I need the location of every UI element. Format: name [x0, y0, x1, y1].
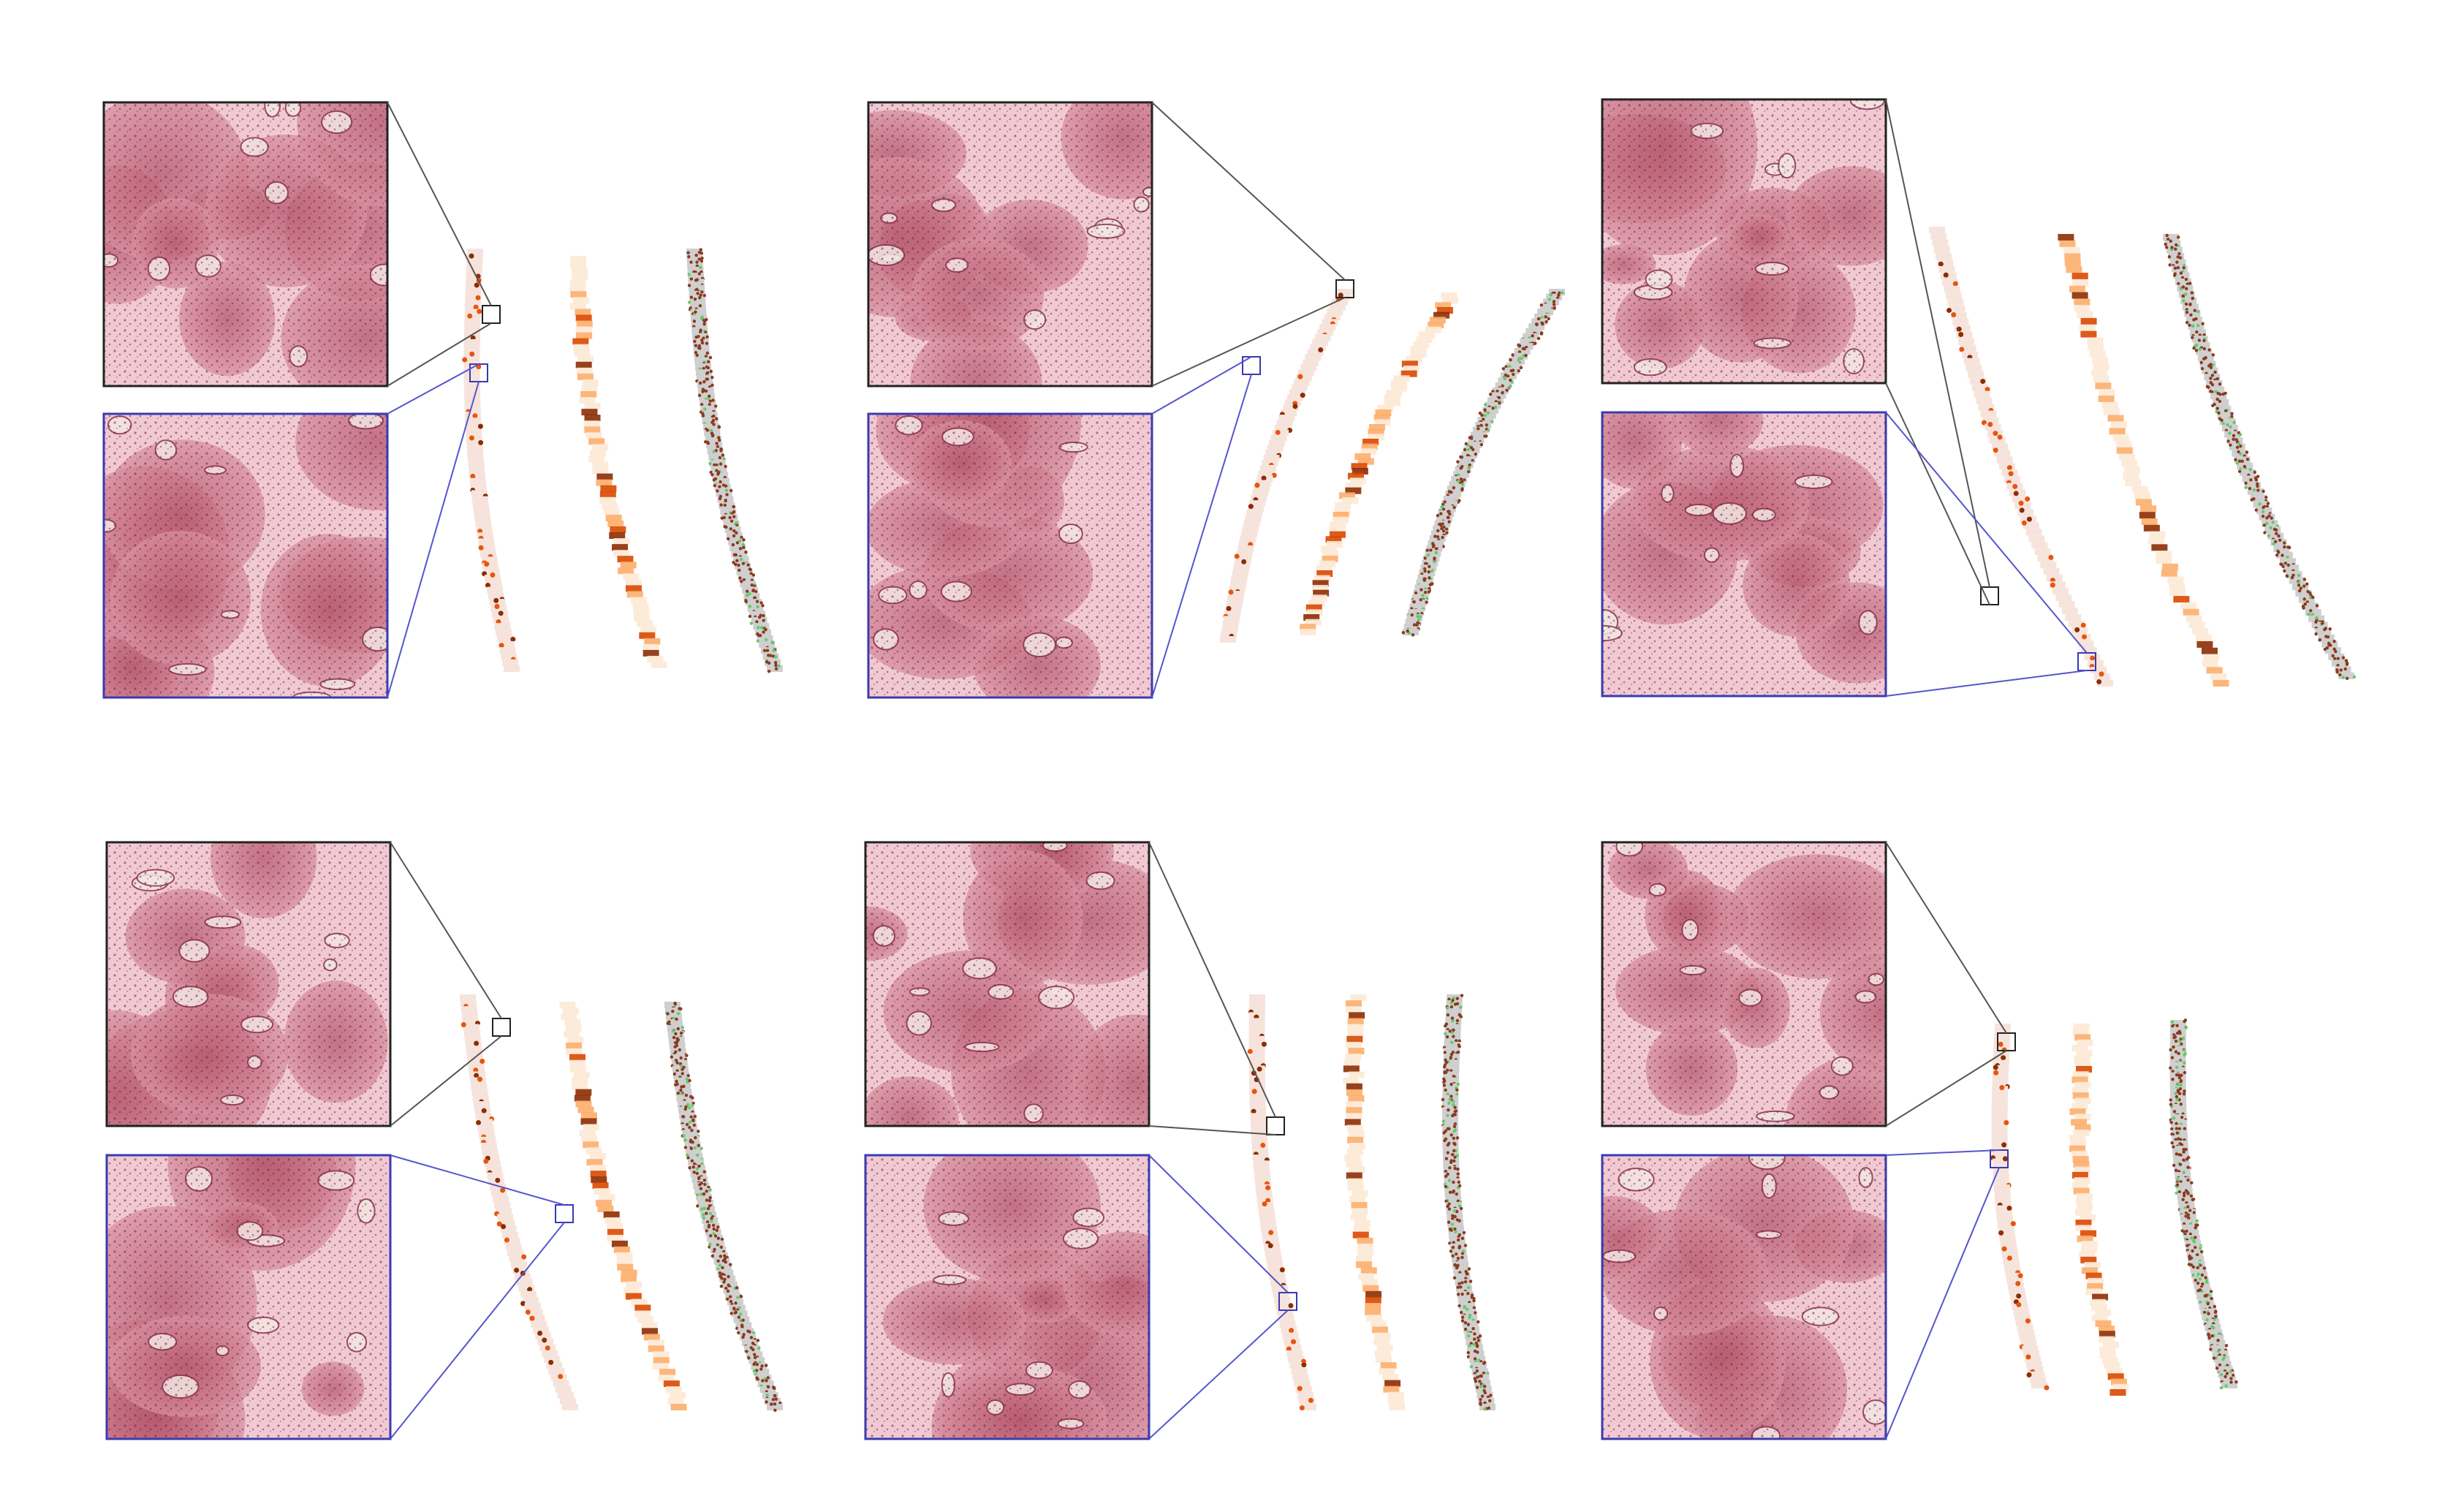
connector-line-bottom [1148, 1154, 1289, 1293]
inset-tissue-image [104, 414, 387, 698]
heatmap-strip [569, 256, 667, 668]
tissue-overlay-strip [1990, 1024, 2050, 1391]
inset-frame [864, 1154, 1151, 1440]
cell-segmentation-strip [2163, 233, 2357, 681]
inset-frame [1601, 411, 1887, 698]
inset-tissue-image [107, 1155, 390, 1439]
inset-tissue-image [865, 842, 1149, 1126]
inset-frame [1601, 1154, 1887, 1440]
inset-tissue-image [865, 1155, 1149, 1439]
heatmap-strip [2069, 1024, 2129, 1396]
connector-line-top [1885, 842, 2007, 1034]
inset-tissue-image [868, 414, 1152, 698]
cell-segmentation-strip [664, 1002, 783, 1412]
panel-4 [105, 841, 783, 1440]
tissue-overlay-strip [1247, 994, 1316, 1411]
heatmap-strip [1343, 994, 1406, 1410]
heatmap-strip [2058, 234, 2229, 687]
connector-line-top [1885, 382, 1990, 605]
tissue-overlay-strip [462, 249, 520, 672]
connector-line-top [1885, 1050, 2007, 1127]
inset-frame [867, 101, 1153, 388]
inset-frame [1601, 98, 1887, 385]
connector-line-top [1885, 99, 1990, 588]
connector-line-bottom [387, 381, 479, 698]
connector-line-top [390, 842, 502, 1019]
inset-frame [105, 1154, 392, 1440]
inset-frame [864, 841, 1151, 1127]
connector-line-top [390, 1035, 502, 1127]
inset-tissue-image [1602, 412, 1886, 696]
connector-line-bottom [1885, 412, 2088, 654]
cell-segmentation-strip [1401, 289, 1565, 637]
connector-line-bottom [1885, 1167, 2000, 1440]
connector-line-bottom [1885, 670, 2088, 697]
inset-frame [1601, 841, 1887, 1127]
inset-frame [102, 412, 389, 699]
inset-tissue-image [1602, 99, 1886, 383]
tissue-overlay-strip [1929, 227, 2113, 687]
panel-2 [867, 101, 1565, 699]
heatmap-strip [1300, 292, 1459, 635]
inset-tissue-image [107, 842, 390, 1126]
panel-5 [864, 841, 1496, 1440]
inset-tissue-image [868, 102, 1152, 386]
connector-line-top [1151, 102, 1346, 281]
cell-segmentation-strip [2169, 1018, 2238, 1390]
tissue-overlay-strip [1220, 289, 1353, 643]
connector-line-bottom [1151, 374, 1252, 698]
inset-tissue-image [104, 102, 387, 386]
connector-line-top [1148, 1125, 1276, 1135]
cell-segmentation-strip [1441, 994, 1496, 1411]
inset-tissue-image [1602, 842, 1886, 1126]
connector-line-top [387, 102, 492, 306]
connector-line-bottom [1885, 1149, 2000, 1156]
inset-frame [102, 101, 389, 388]
inset-frame [105, 841, 392, 1127]
panel-1 [102, 101, 783, 699]
connector-line-top [387, 322, 492, 387]
connector-line-bottom [1148, 1309, 1289, 1440]
panel-6 [1601, 841, 2238, 1440]
connector-line-top [1151, 297, 1346, 387]
connector-line-bottom [390, 1154, 565, 1206]
connector-line-bottom [390, 1222, 565, 1440]
tissue-overlay-strip [460, 994, 578, 1410]
connector-line-top [1148, 842, 1276, 1118]
panel-3 [1601, 98, 2357, 698]
inset-tissue-image [1602, 1155, 1886, 1439]
heatmap-strip [559, 1002, 687, 1410]
cell-segmentation-strip [686, 248, 783, 673]
inset-frame [867, 412, 1153, 699]
connector-line-bottom [387, 363, 479, 415]
connector-line-bottom [1151, 356, 1252, 415]
